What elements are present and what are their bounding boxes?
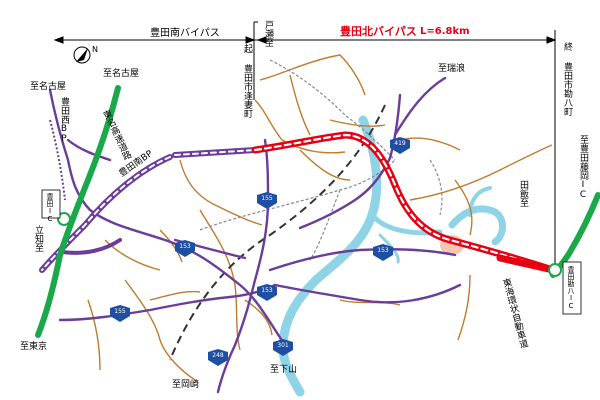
national-routes (48, 76, 462, 394)
to-nagoya-label-1: 至名古屋 (103, 69, 140, 79)
chiryu-label: 立知至 (33, 225, 43, 252)
kanpachi-ic-box (562, 261, 582, 315)
to-shimoyama-label: 至下山 (270, 365, 298, 375)
railways (169, 59, 443, 361)
end-marker: 終 (562, 42, 572, 51)
start-marker: 起 (242, 44, 252, 53)
kita-bypass-label: 豊田北バイパス (340, 25, 417, 38)
minami-bypass-label: 豊田南バイパス (150, 28, 220, 39)
shield-153a-icon (175, 240, 195, 257)
prefectural-roads (87, 54, 553, 381)
shield-155a-icon (257, 192, 277, 209)
shield-153a-number: 153 (179, 243, 191, 250)
to-tokyo-label: 至東京 (20, 342, 48, 352)
north-arrow-icon: N (73, 45, 98, 64)
shield-155b-number: 155 (114, 308, 126, 315)
shield-153c-icon (257, 284, 277, 301)
shield-301-number: 301 (277, 342, 289, 349)
todo-label: 戸瀬至 (263, 20, 273, 47)
tomei-connector (49, 119, 66, 201)
kanpachi-ic-circle (548, 263, 562, 277)
shield-155b-icon (110, 305, 130, 322)
start-place: 豊田市逢妻町 (242, 64, 252, 118)
shield-301-icon (273, 339, 293, 356)
kita-bypass-route (251, 131, 557, 274)
toyota-nishi-bp-label: 豊田西BP (59, 97, 69, 144)
shield-248-icon (208, 349, 228, 366)
end-place: 豊田市勘八町 (562, 62, 572, 116)
bypass-length: L=6.8km (420, 26, 470, 37)
shield-153c-number: 153 (261, 287, 273, 294)
kanpachi-ic-label: 豊田勘八IC (567, 266, 575, 310)
to-mizunami-label: 至瑞浪 (438, 64, 466, 74)
inabu-label: 田飯至 (518, 180, 528, 207)
toyota-ic-box (41, 189, 61, 219)
shield-153b-icon (373, 244, 393, 261)
svg-text:N: N (92, 45, 98, 54)
to-okazaki-label: 至岡崎 (172, 380, 200, 390)
to-nagoya-label-2: 至名古屋 (30, 82, 67, 92)
shield-248-number: 248 (212, 352, 224, 359)
toyota-ic-label: 豊田IC (46, 193, 54, 223)
to-toyota-fujioka-label: 至豊田藤岡IC (578, 135, 588, 200)
shield-153b-number: 153 (377, 247, 389, 254)
minami-bypass-dashed (39, 147, 258, 273)
shield-419-number: 419 (394, 140, 406, 147)
route-shields (110, 137, 410, 366)
dimension-lines (53, 21, 557, 265)
toyota-ic-circle (57, 212, 71, 226)
shield-419-icon (390, 137, 410, 154)
shield-155a-number: 155 (261, 195, 273, 202)
